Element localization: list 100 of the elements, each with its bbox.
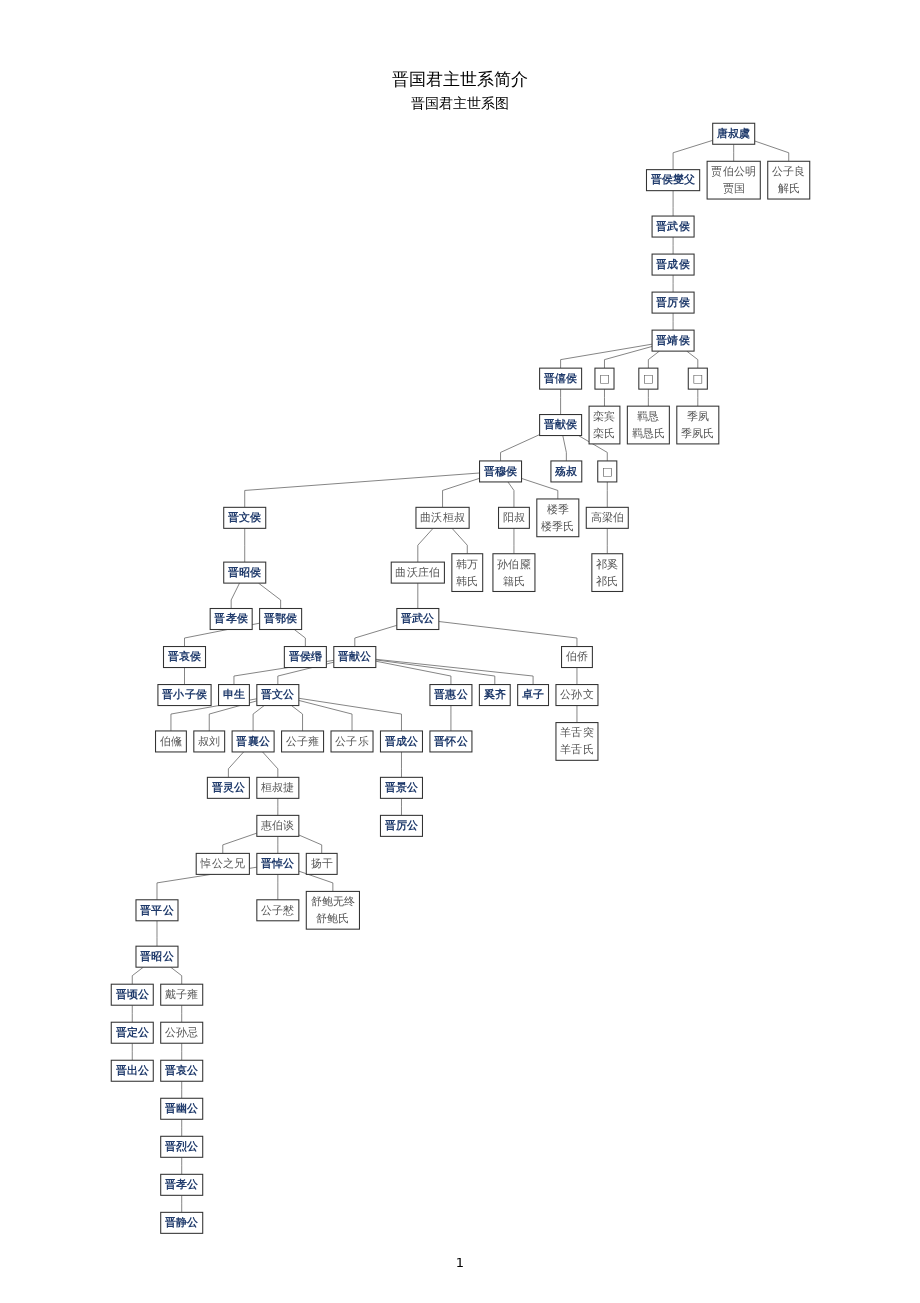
node-box: 祁奚 祁氏: [590, 553, 623, 592]
node-box: 晋景公: [379, 776, 423, 799]
node-box: 羊舌突 羊舌氏: [554, 722, 598, 761]
node-box: 唐叔虞: [711, 122, 755, 145]
node-box: 晋侯燮父: [645, 169, 700, 192]
connector: [221, 832, 257, 854]
node-box: 晋襄公: [231, 730, 275, 753]
node-box: 阳叔: [497, 506, 530, 529]
node-box: 晋成侯: [651, 253, 695, 276]
node-box: 贾伯公明 贾国: [706, 160, 761, 200]
connector: [559, 388, 561, 415]
node-box: 公子良 解氏: [766, 160, 810, 200]
node-box: 晋哀侯: [162, 646, 206, 669]
connector: [576, 705, 577, 723]
connector: [559, 343, 652, 369]
connector: [252, 705, 265, 732]
node-box: 高梁伯: [585, 506, 629, 529]
node-box: 孙伯黡 籍氏: [491, 553, 535, 592]
node-box: 申生: [217, 684, 250, 707]
node-box: 晋献侯: [538, 414, 582, 437]
node-box: 桓叔捷: [255, 776, 299, 799]
node-box: 晋平公: [134, 899, 178, 922]
connector: [131, 1042, 133, 1061]
connector: [672, 190, 673, 217]
connector: [297, 834, 322, 854]
connector: [606, 481, 608, 508]
connector: [276, 874, 278, 901]
connector: [180, 1194, 182, 1213]
connector: [450, 705, 451, 732]
connector: [513, 527, 514, 555]
node-box: 公子慭: [255, 899, 299, 922]
connector: [647, 350, 660, 369]
node-box: 晋文侯: [222, 506, 266, 529]
node-box: 公子雍: [280, 730, 324, 753]
node-box: □: [596, 460, 617, 483]
node-box: 晋孝公: [159, 1173, 203, 1196]
node-box: 晋定公: [110, 1021, 154, 1044]
connector: [672, 312, 673, 331]
connector: [416, 582, 418, 609]
node-box: 羁恳 羁恳氏: [626, 405, 670, 445]
connector: [156, 920, 157, 947]
node-box: 晋孝侯: [209, 607, 253, 631]
node-box: 舒鲍无终 舒鲍氏: [305, 890, 360, 930]
node-box: 楼季 楼季氏: [535, 498, 579, 538]
connector: [180, 1156, 182, 1175]
node-box: 扬干: [305, 852, 338, 875]
connector: [293, 629, 306, 647]
connector: [441, 477, 480, 508]
connector: [672, 139, 713, 171]
connector: [183, 667, 185, 685]
node-box: 伯儵: [154, 730, 187, 753]
connector: [180, 1118, 182, 1137]
connector: [576, 667, 577, 685]
connector: [561, 435, 567, 462]
node-box: □: [637, 367, 658, 390]
connector: [672, 274, 673, 293]
connector: [276, 797, 278, 816]
connector: [243, 527, 245, 563]
node-box: 晋武公: [395, 607, 439, 631]
connector: [180, 1080, 182, 1099]
connector: [696, 388, 698, 407]
node-box: 戴子雍: [159, 983, 203, 1006]
connector: [261, 751, 278, 778]
node-box: 晋怀公: [428, 730, 472, 753]
connector: [180, 1042, 182, 1061]
connector: [400, 751, 402, 778]
node-box: 晋顷公: [110, 983, 154, 1006]
connector: [603, 346, 652, 369]
node-box: 公孙文: [554, 684, 598, 707]
node-box: 伯侨: [560, 646, 593, 669]
connector: [577, 435, 608, 462]
connector: [276, 835, 278, 854]
node-box: 晋厉公: [379, 814, 423, 837]
node-box: 晋烈公: [159, 1135, 203, 1158]
node-box: 晋幽公: [159, 1097, 203, 1120]
subtitle: 晋国君主世系图: [411, 95, 509, 113]
connector: [257, 582, 281, 609]
node-box: 晋献公: [332, 646, 376, 669]
connector: [451, 527, 468, 555]
node-box: 晋静公: [159, 1211, 203, 1234]
title: 晋国君主世系简介: [392, 68, 528, 91]
node-box: 晋惠公: [428, 684, 472, 707]
connector: [243, 472, 480, 508]
connector: [169, 966, 182, 985]
node-box: □: [687, 367, 708, 390]
connector: [416, 527, 433, 563]
node-box: 韩万 韩氏: [450, 553, 483, 592]
node-box: 季夙 季夙氏: [675, 405, 719, 445]
connector: [507, 481, 514, 508]
node-box: □: [593, 367, 615, 390]
node-box: 晋成公: [379, 730, 423, 753]
connector: [603, 388, 605, 407]
node-box: 晋昭侯: [222, 561, 266, 584]
connector: [732, 143, 734, 162]
node-box: 晋僖侯: [538, 367, 582, 390]
node-box: 惠伯谈: [255, 814, 299, 837]
node-box: 殇叔: [549, 460, 582, 483]
node-box: 晋昭公: [134, 945, 178, 968]
node-box: 悼公之兄: [195, 852, 250, 875]
page-number: 1: [455, 1255, 465, 1270]
